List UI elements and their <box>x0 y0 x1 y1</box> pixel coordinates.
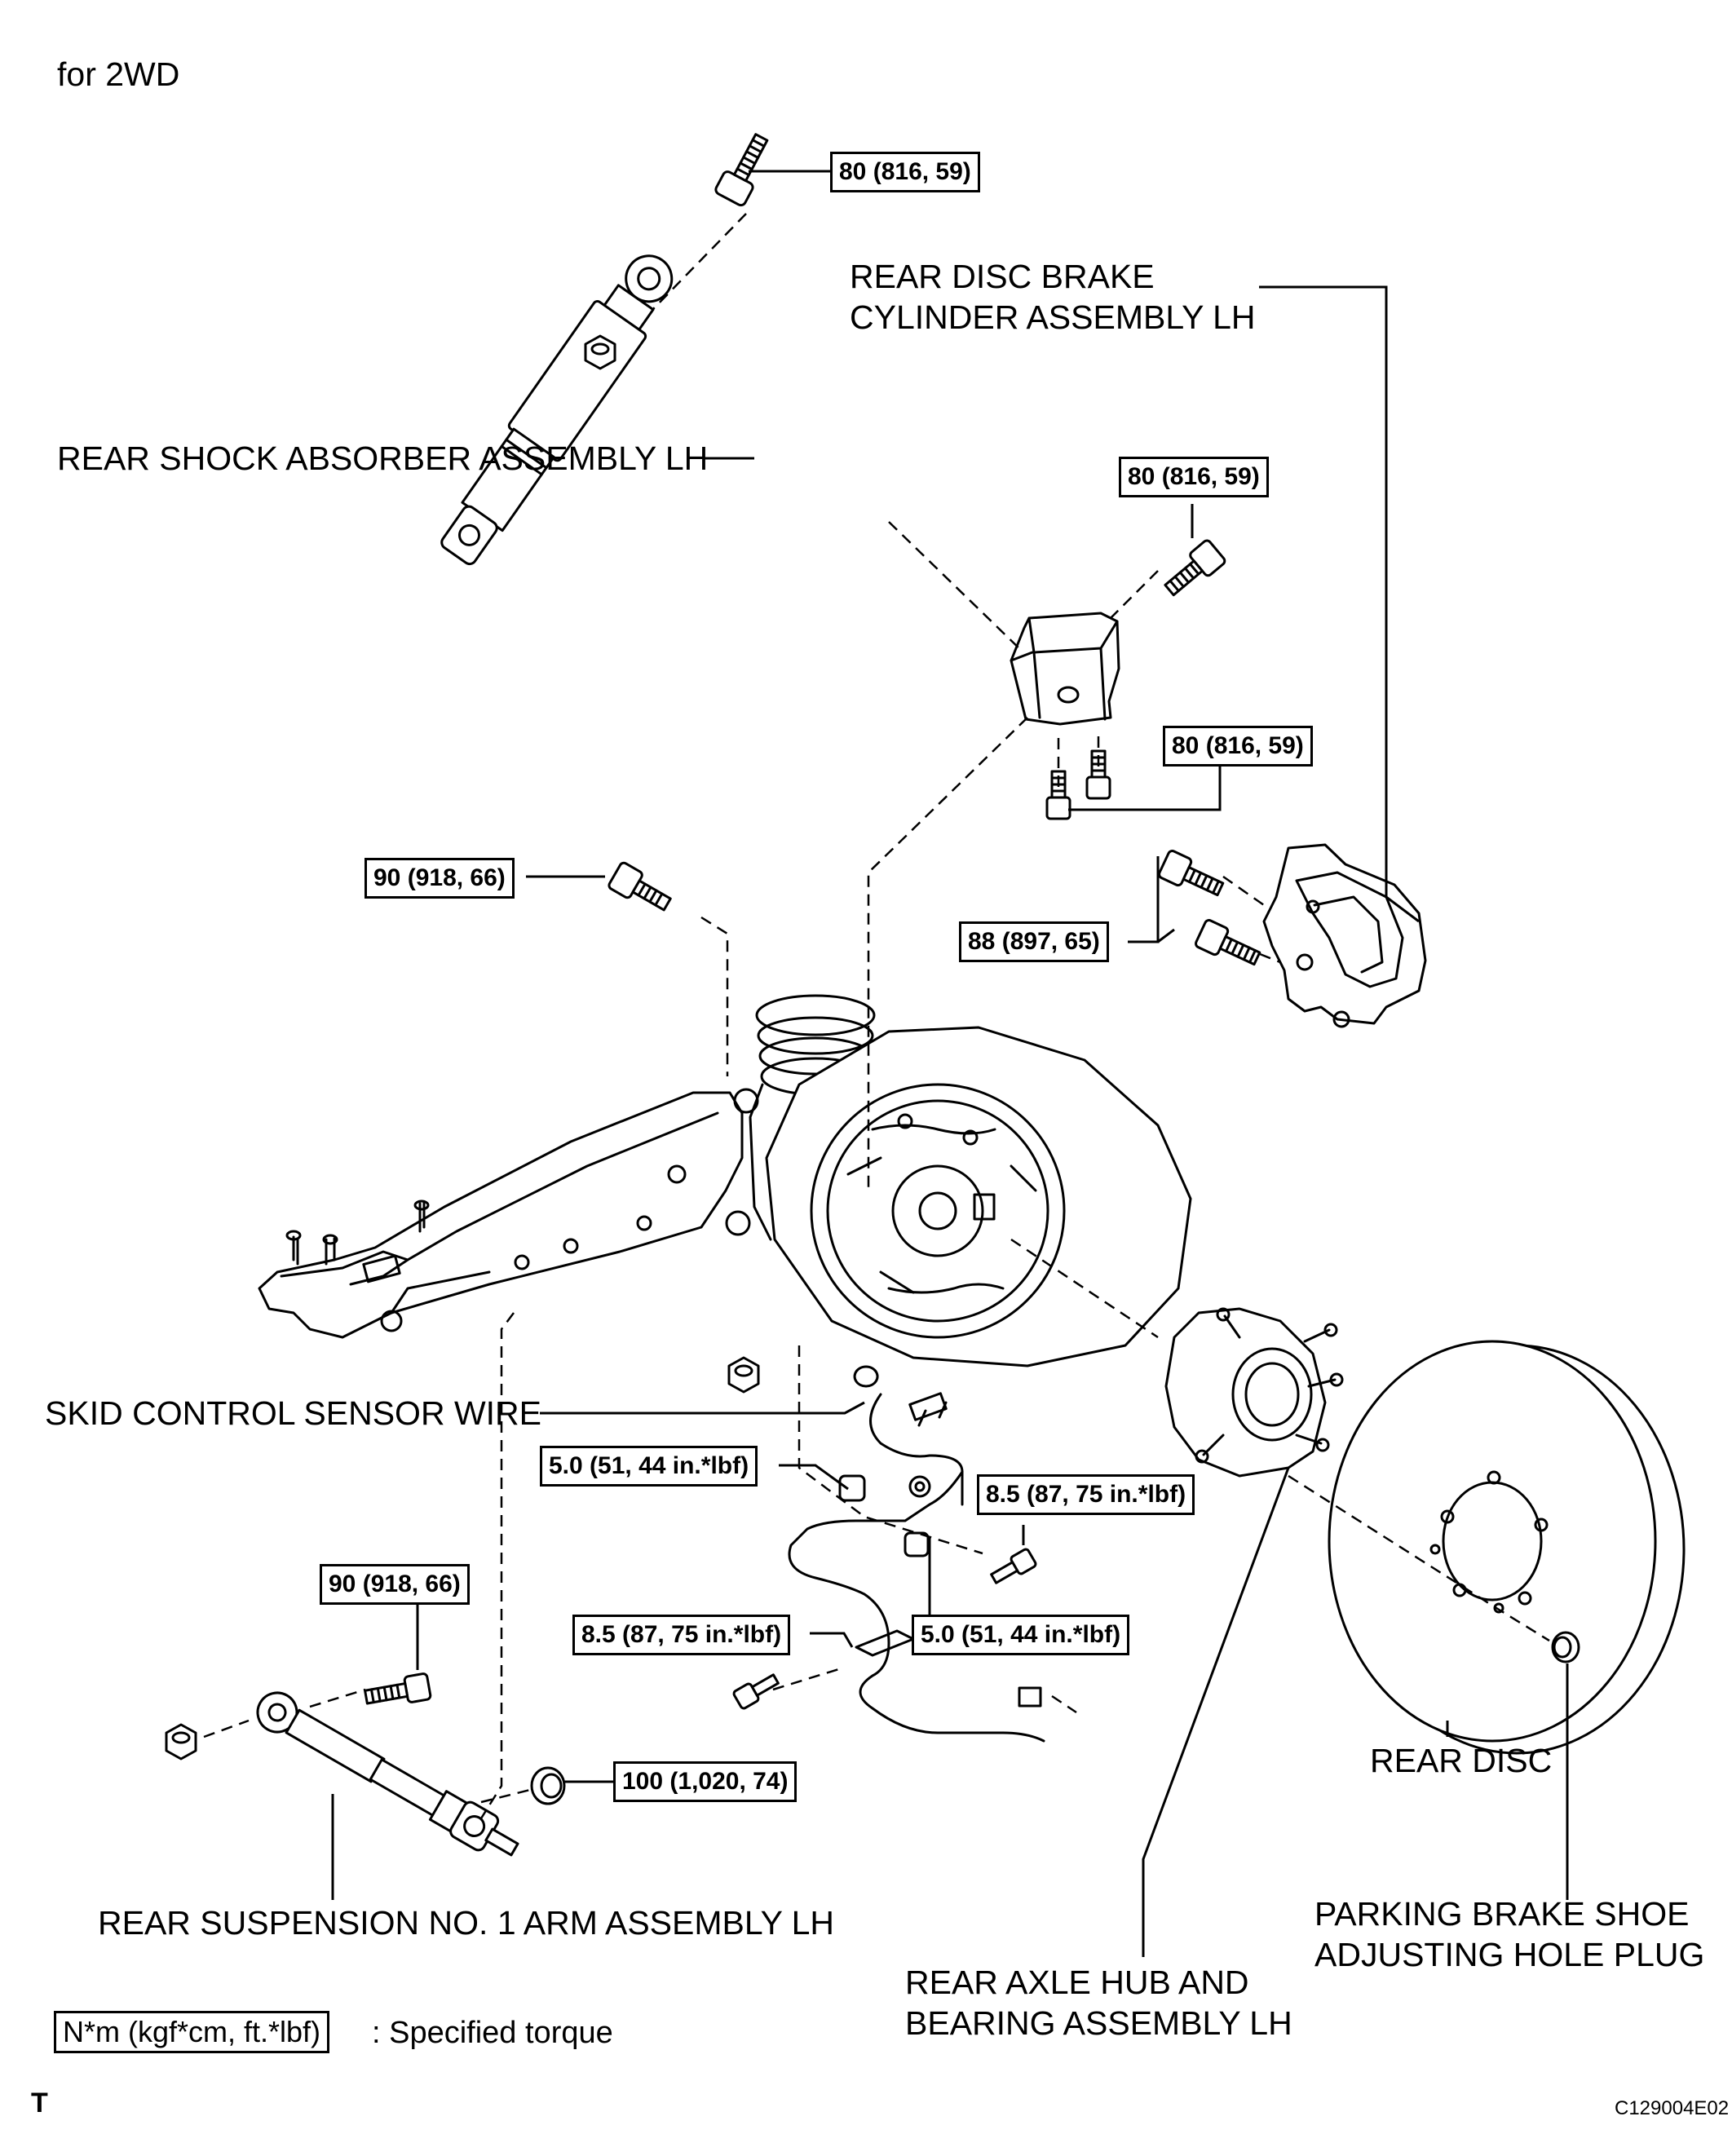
label-plug-2: ADJUSTING HOLE PLUG <box>1314 1936 1705 1973</box>
upper-bracket-drawing <box>1010 539 1226 820</box>
legend-unit-box: N*m (kgf*cm, ft.*lbf) <box>54 2011 330 2053</box>
torque-shock-upper: 80 (816, 59) <box>830 152 980 192</box>
label-sensor-wire: SKID CONTROL SENSOR WIRE <box>45 1394 541 1432</box>
leader-bolt-left <box>810 1632 854 1648</box>
torque-shock-lower: 80 (816, 59) <box>1119 457 1269 497</box>
torque-sensor-clamp-lower: 5.0 (51, 44 in.*lbf) <box>912 1615 1130 1655</box>
leader-clamp-upper <box>779 1464 849 1491</box>
leader-brake-cylinder <box>1259 285 1420 923</box>
leader-bracket <box>1068 755 1222 811</box>
backing-plate-drawing <box>765 1026 1192 1367</box>
axle-beam-drawing <box>258 861 876 1394</box>
label-brake-cylinder-2: CYLINDER ASSEMBLY LH <box>850 298 1256 336</box>
sensor-wire-drawing <box>732 1365 1045 1743</box>
legend-meaning: : Specified torque <box>372 2016 613 2050</box>
label-plug-1: PARKING BRAKE SHOE <box>1314 1895 1690 1933</box>
leader-caliper <box>1128 856 1175 943</box>
leader-sensor-wire <box>540 1401 865 1415</box>
rear-disc-drawing <box>1328 1340 1686 1755</box>
heading: for 2WD <box>57 55 180 93</box>
torque-arm-bolt: 90 (918, 66) <box>320 1564 470 1605</box>
axle-hub-drawing <box>1164 1307 1344 1478</box>
figure-code: C129004E02 <box>1615 2097 1730 2119</box>
corner-mark: T <box>31 2088 48 2118</box>
label-shock-absorber: REAR SHOCK ABSORBER ASSEMBLY LH <box>57 440 709 477</box>
torque-sensor-bolt-right: 8.5 (87, 75 in.*lbf) <box>977 1474 1195 1515</box>
label-brake-cylinder-1: REAR DISC BRAKE <box>850 258 1155 295</box>
torque-sensor-bolt-left: 8.5 (87, 75 in.*lbf) <box>572 1615 791 1655</box>
leader-axle-hub <box>1142 1467 1290 1957</box>
label-axle-hub-2: BEARING ASSEMBLY LH <box>905 2004 1292 2042</box>
torque-arm-nut: 100 (1,020, 74) <box>613 1761 798 1802</box>
label-rear-disc: REAR DISC <box>1370 1742 1553 1779</box>
shock-absorber-drawing <box>440 133 769 566</box>
torque-caliper: 88 (897, 65) <box>959 921 1109 962</box>
torque-sensor-clamp-upper: 5.0 (51, 44 in.*lbf) <box>540 1446 758 1487</box>
suspension-arm-drawing <box>165 1672 566 1857</box>
torque-axle-beam: 90 (918, 66) <box>365 858 515 899</box>
label-axle-hub-1: REAR AXLE HUB AND <box>905 1964 1249 2001</box>
label-suspension-arm: REAR SUSPENSION NO. 1 ARM ASSEMBLY LH <box>98 1904 835 1942</box>
torque-bracket: 80 (816, 59) <box>1163 726 1313 767</box>
